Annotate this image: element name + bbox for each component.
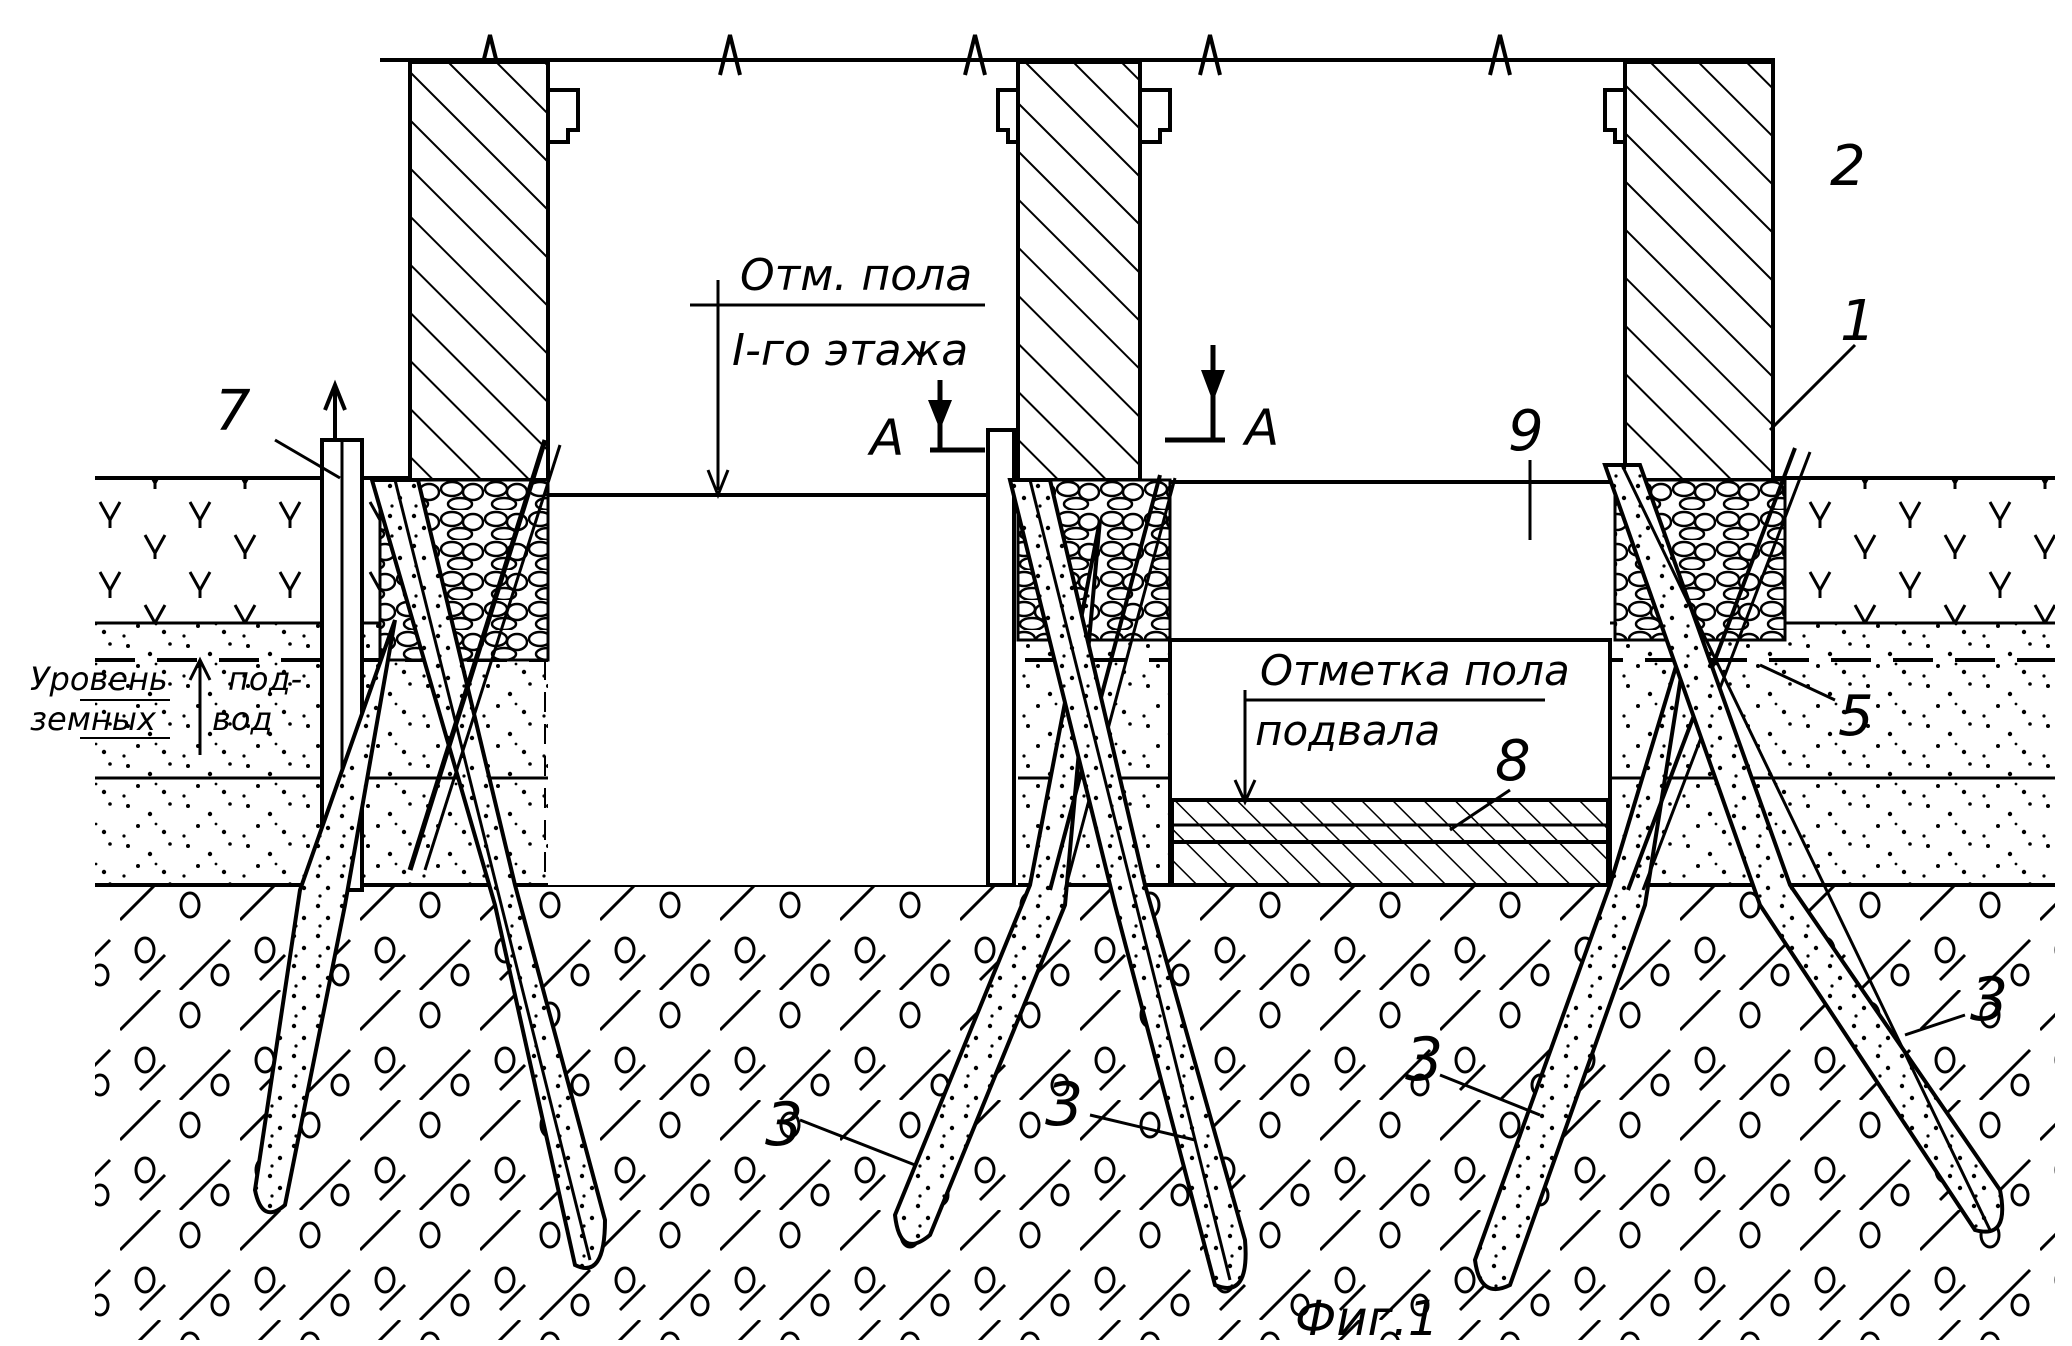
floor1-label-line1: Отм. пола (740, 250, 972, 301)
leader-lines (274, 343, 1966, 1167)
basement-label-line1: Отметка пола (1260, 646, 1570, 695)
callout-numbers: 2 1 7 9 5 8 3 3 3 3 (215, 134, 2008, 1160)
callout-2: 2 (1830, 134, 1866, 199)
callout-3c: 3 (1405, 1025, 1443, 1095)
inclined-piles (252, 439, 2005, 1292)
section-mark-right (1165, 345, 1225, 443)
groundwater-label-line1: Уровень (30, 660, 168, 698)
callout-1: 1 (1840, 289, 1876, 354)
pile-3 (892, 474, 1177, 1246)
callout-8: 8 (1495, 729, 1531, 794)
floor1-label-line2: I-го этажа (732, 325, 968, 376)
wall-left (408, 60, 550, 482)
groundwater-label-vod: вод (212, 700, 273, 738)
room-left (548, 90, 1018, 885)
pile-1 (252, 619, 397, 1215)
callout-3a: 3 (765, 1090, 803, 1160)
callout-9: 9 (1508, 399, 1544, 464)
text-labels: Отм. пола I-го этажа A A Уровень земных … (30, 250, 1570, 1346)
section-label-right: A (1242, 399, 1279, 457)
room-right (1140, 90, 1625, 480)
arrow-up-icon (323, 379, 347, 440)
basement-slab (1170, 798, 1610, 887)
section-mark-left (928, 380, 985, 453)
wall-right (1623, 60, 1775, 482)
wall-middle (1016, 60, 1142, 482)
pile-2 (369, 439, 608, 1270)
section-label-left: A (867, 409, 904, 467)
basement-label-line2: подвала (1255, 706, 1440, 755)
groundwater-label-pod: под- (228, 660, 302, 698)
walls (380, 34, 1775, 482)
elevation-marks (80, 280, 1545, 806)
callout-7: 7 (215, 379, 251, 444)
callout-3b: 3 (1045, 1070, 1083, 1140)
pile-6 (1602, 463, 2005, 1234)
gravel-layer (95, 885, 2055, 1340)
callout-5: 5 (1838, 684, 1874, 749)
figure-caption: Фиг.1 (1295, 1291, 1439, 1346)
groundwater-label-line2: земных (30, 700, 157, 738)
callout-3d: 3 (1970, 965, 2008, 1035)
pile-4 (1007, 478, 1248, 1290)
